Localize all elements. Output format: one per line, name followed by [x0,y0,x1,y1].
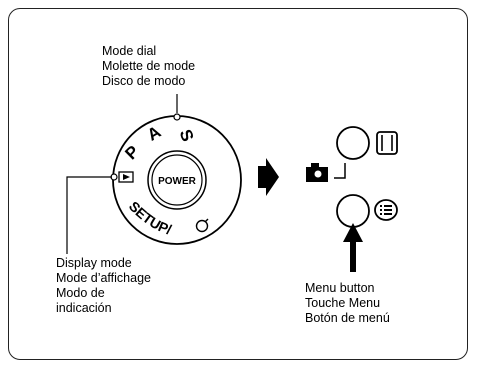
up-arrow-icon [343,223,363,272]
display-mode-label-en: Display mode [56,256,132,270]
diagram-frame [8,8,468,360]
camera-bracket-line [334,163,346,179]
mode-dial-label-es: Disco de modo [102,74,186,88]
camera-icon [306,163,328,182]
mode-dial-label-fr: Molette de mode [102,59,196,73]
play-icon [118,171,134,183]
display-mode-label: Display mode Mode d’affichage Modo de in… [56,256,151,316]
display-mode-label-es-2: indicación [56,301,112,315]
display-button [336,126,370,160]
display-mode-label-fr: Mode d’affichage [56,271,151,285]
mode-dial-label-en: Mode dial [102,44,157,58]
menu-list-icon [374,199,398,221]
menu-button [336,194,370,228]
monitor-icon [376,131,398,155]
mode-dial-label: Mode dial Molette de mode Disco de modo [102,44,195,89]
display-mode-label-es-1: Modo de [56,286,105,300]
display-mode-leader-line [66,176,112,254]
menu-button-label-en: Menu button [305,281,375,295]
menu-button-label-fr: Touche Menu [305,296,381,310]
right-arrow-icon [258,158,279,196]
power-button-label: POWER [158,176,197,187]
menu-button-label: Menu button Touche Menu Botón de menú [305,281,390,326]
dial-indicator-dot [173,113,181,121]
power-button [151,154,203,206]
camera-setup-icon [195,218,209,233]
menu-button-label-es: Botón de menú [305,311,390,325]
